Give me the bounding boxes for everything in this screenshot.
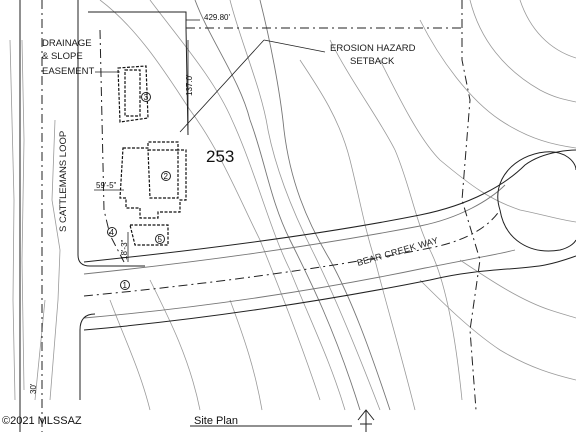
building-footprint [117, 65, 187, 246]
marker-3: 3 [144, 93, 149, 102]
erosion-hazard-label-line2: SETBACK [350, 56, 395, 67]
erosion-hazard-label-line1: EROSION HAZARD [330, 43, 416, 54]
plan-title: Site Plan [194, 415, 238, 427]
marker-2: 2 [164, 172, 169, 181]
copyright-text: ©2021 MLSSAZ [2, 415, 82, 427]
dimension-left: 59'-5" [96, 181, 117, 190]
reference-markers: 1 2 3 4 5 [107, 92, 171, 290]
topographic-contours [9, 0, 576, 411]
street-label-bear-creek-way: BEAR CREEK WAY [356, 235, 440, 268]
dimension-top: 429.80' [204, 13, 230, 22]
marker-4: 4 [110, 228, 115, 237]
north-arrow-icon [357, 409, 375, 432]
dimension-small-vertical: 18'-3" [120, 239, 129, 260]
marker-1: 1 [123, 281, 128, 290]
drainage-easement-label-line3: EASEMENT [42, 66, 94, 77]
dimension-left-edge: 30' [29, 383, 38, 394]
property-boundary [88, 0, 481, 411]
drainage-easement-label-line1: DRAINAGE [42, 38, 92, 49]
drainage-easement-label-line2: & SLOPE [42, 51, 83, 62]
bear-creek-way-road [83, 149, 576, 331]
street-label-cattlemans-loop: S CATTLEMANS LOOP [58, 131, 69, 232]
dimension-vertical: 137.0' [185, 74, 194, 96]
marker-5: 5 [158, 235, 163, 244]
lot-number: 253 [206, 147, 234, 166]
cattlemans-loop-road [19, 0, 145, 432]
dimension-lines [94, 19, 326, 262]
